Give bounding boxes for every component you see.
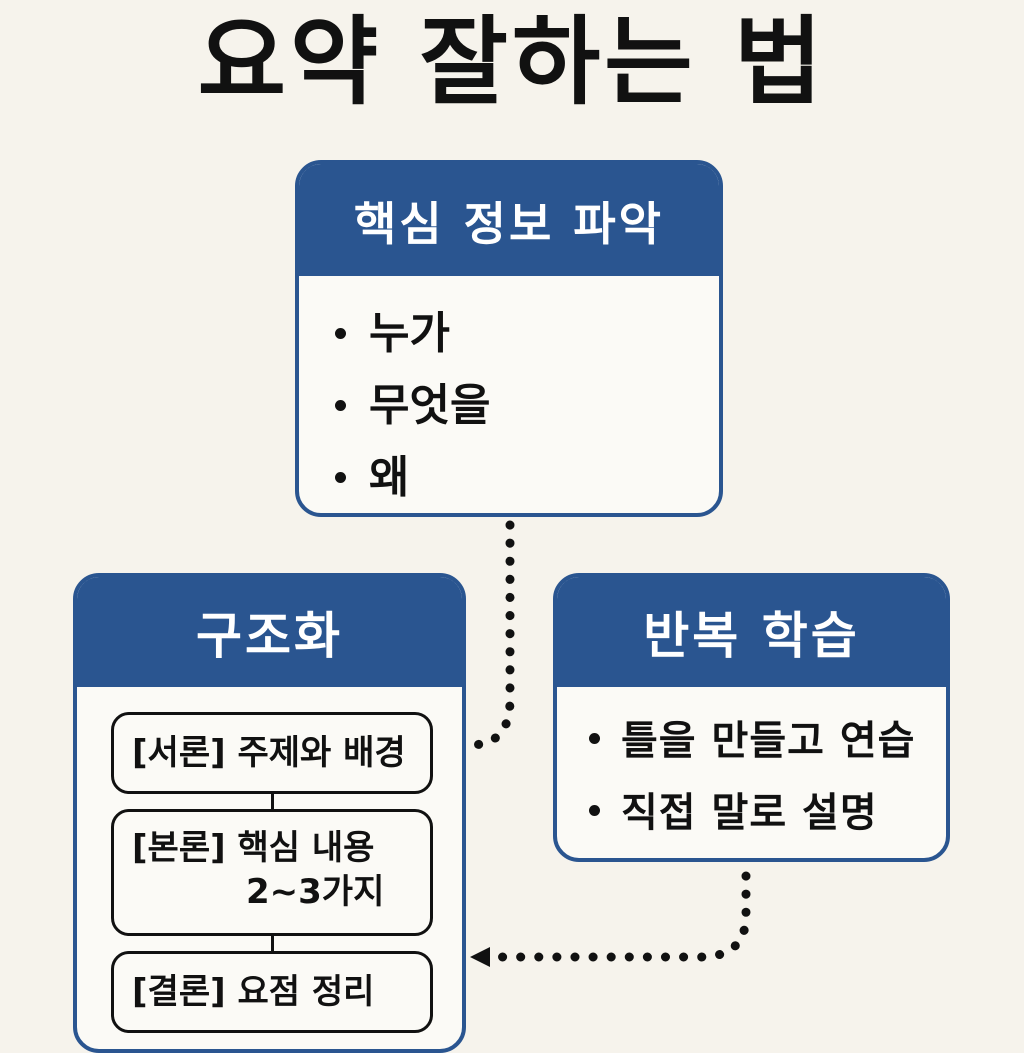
step-conclusion: [결론] 요점 정리: [111, 951, 433, 1033]
bullet-icon: [589, 733, 600, 744]
repeat-study-list: 틀을 만들고 연습 직접 말로 설명: [557, 687, 946, 849]
list-item: 직접 말로 설명: [589, 777, 946, 849]
list-item: 틀을 만들고 연습: [589, 705, 946, 777]
list-item: 왜: [335, 442, 719, 513]
step-connector: [271, 794, 274, 809]
info-to-structure-connector: [465, 520, 515, 750]
bullet-icon: [335, 472, 346, 483]
list-item: 누가: [335, 298, 719, 370]
repeat-to-structure-connector: [490, 871, 751, 962]
list-item-text: 왜: [369, 452, 410, 503]
connector-arrows: [465, 520, 751, 967]
list-item-text: 직접 말로 설명: [621, 790, 878, 836]
key-info-card-header: 핵심 정보 파악: [299, 164, 719, 276]
bullet-icon: [335, 400, 346, 411]
step-text: [결론] 요점 정리: [132, 972, 375, 1012]
step-intro: [서론] 주제와 배경: [111, 712, 433, 794]
repeat-study-card: 반복 학습 틀을 만들고 연습 직접 말로 설명: [553, 573, 950, 862]
structure-card: 구조화 [서론] 주제와 배경 [본론] 핵심 내용 2~3가지 [결론] 요점…: [73, 573, 466, 1053]
list-item-text: 틀을 만들고 연습: [621, 718, 916, 764]
bullet-icon: [589, 805, 600, 816]
step-text: [본론] 핵심 내용: [132, 828, 375, 868]
step-connector: [271, 936, 274, 951]
bullet-icon: [335, 328, 346, 339]
step-text-line2: 2~3가지: [246, 872, 385, 912]
key-info-card: 핵심 정보 파악 누가 무엇을 왜: [295, 160, 723, 517]
step-text: [서론] 주제와 배경: [132, 733, 406, 773]
page-title: 요약 잘하는 법: [197, 6, 827, 118]
list-item-text: 누가: [369, 308, 450, 359]
list-item: 무엇을: [335, 370, 719, 442]
arrowhead-icon: [470, 947, 490, 967]
repeat-study-card-header: 반복 학습: [557, 577, 946, 687]
list-item-text: 무엇을: [369, 380, 491, 431]
structure-card-header: 구조화: [77, 577, 462, 687]
key-info-list: 누가 무엇을 왜: [299, 276, 719, 513]
step-body: [본론] 핵심 내용 2~3가지: [111, 809, 433, 936]
